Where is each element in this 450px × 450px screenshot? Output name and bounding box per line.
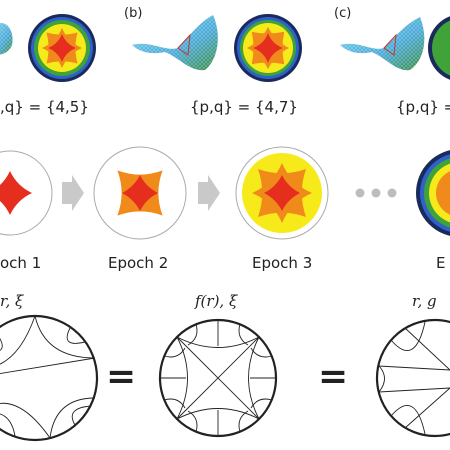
panel-label-c: (c) [334, 6, 352, 21]
epoch-3-disk [235, 146, 329, 240]
surface-leaf-left [0, 23, 13, 55]
tessellation-disk-middle [158, 318, 278, 438]
arrow-1 [62, 175, 84, 211]
arrow-2 [198, 175, 220, 211]
tessellation-disk-right [375, 318, 450, 438]
epoch-1-disk [0, 150, 53, 236]
epoch-2-disk [93, 146, 187, 240]
hyperbolic-disk-right-cut [428, 16, 450, 80]
surface-leaf-b [132, 15, 218, 71]
ellipsis-dots [355, 188, 397, 198]
math-label-left: r, ξ [0, 292, 24, 310]
tessellation-disk-left [0, 314, 99, 442]
epoch-n-disk [416, 150, 450, 236]
hyperbolic-disk-4-7 [234, 14, 302, 82]
equals-sign-2: = [318, 356, 349, 397]
label-p-q-4-5: ,q} = {4,5} [0, 98, 89, 116]
surface-leaf-c [340, 17, 425, 71]
label-p-q-4-7: {p,q} = {4,7} [190, 98, 298, 116]
panel-label-b: (b) [124, 6, 143, 21]
epoch-1-label: och 1 [0, 254, 42, 272]
epoch-2-label: Epoch 2 [108, 254, 169, 272]
label-p-q-right: {p,q} = [396, 98, 450, 116]
hyperbolic-disk-4-5 [28, 14, 96, 82]
math-label-middle: f(r), ξ [195, 292, 238, 310]
epoch-n-label: E [436, 254, 446, 272]
epoch-3-label: Epoch 3 [252, 254, 313, 272]
math-label-right: r, g [412, 292, 437, 310]
equals-sign-1: = [106, 356, 137, 397]
